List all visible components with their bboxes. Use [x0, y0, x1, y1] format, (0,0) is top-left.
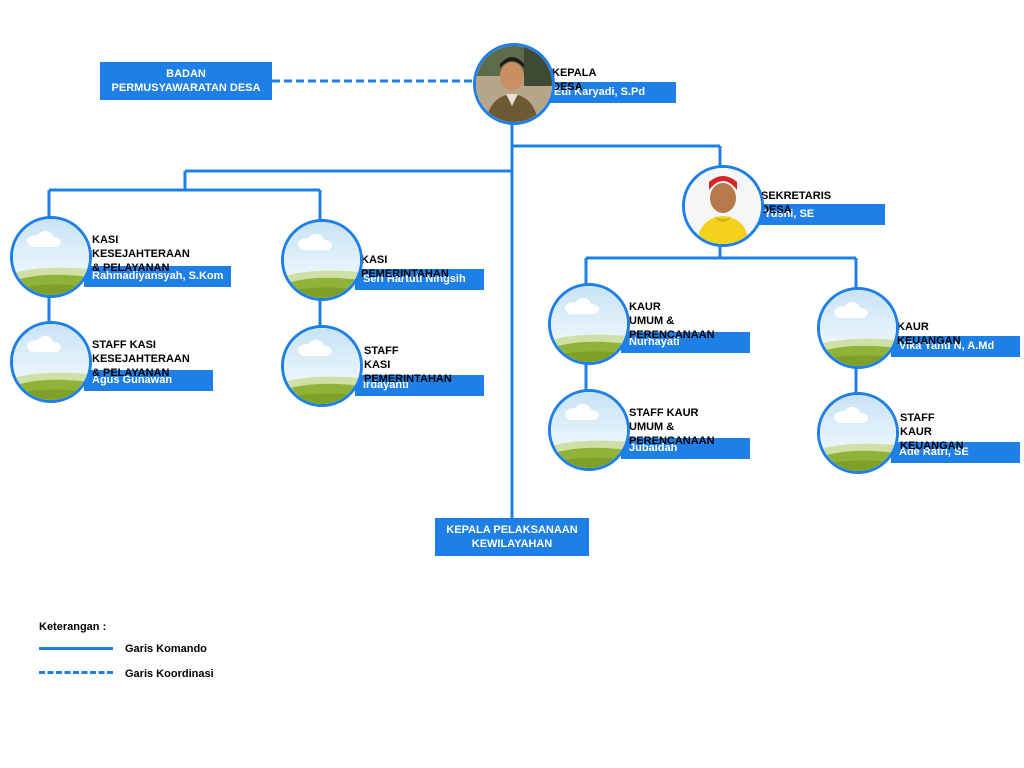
- name-kasi-pemerintahan: Seri Hartuti Ningsih: [355, 269, 484, 290]
- photo-placeholder-kasi-kesejahteraan: [10, 216, 92, 298]
- legend-command-label: Garis Komando: [125, 643, 207, 655]
- photo-placeholder-staff-keuangan: [817, 392, 899, 474]
- photo-placeholder-staff-umum: [548, 389, 630, 471]
- title-kepala-desa: KEPALA DESA: [552, 67, 596, 93]
- landscape-placeholder-icon: [13, 324, 89, 400]
- title-kaur-umum: KAUR UMUM & PERENCANAAN: [629, 301, 715, 341]
- title-kaur-keuangan: KAUR KEUANGAN: [897, 321, 961, 347]
- name-staff-pemerintahan: Irdayanti: [355, 375, 484, 396]
- title-kasi-pemerintahan: KASI PEMERINTAHAN: [361, 254, 449, 280]
- person-photo-icon: [476, 46, 552, 122]
- name-kasi-kesejahteraan: Rahmadiyansyah, S.Kom: [84, 266, 231, 287]
- name-staff-keuangan: Ade Ratri, SE: [891, 442, 1020, 463]
- title-kasi-kesejahteraan: KASI KESEJAHTERAAN & PELAYANAN: [92, 234, 190, 274]
- name-kepala-desa: Edi Karyadi, S.Pd: [546, 82, 676, 103]
- name-kaur-keuangan: Vika Yanti N, A.Md: [891, 336, 1020, 357]
- landscape-placeholder-icon: [551, 392, 627, 468]
- landscape-placeholder-icon: [820, 395, 896, 471]
- name-staff-kesejahteraan: Agus Gunawan: [84, 370, 213, 391]
- title-staff-umum: STAFF KAUR UMUM & PERENCANAAN: [629, 407, 715, 447]
- landscape-placeholder-icon: [13, 219, 89, 295]
- photo-placeholder-staff-kesejahteraan: [10, 321, 92, 403]
- person-photo-sekretaris-desa: [682, 165, 764, 247]
- landscape-placeholder-icon: [284, 328, 360, 404]
- legend-title: Keterangan :: [39, 621, 107, 633]
- legend-command-line: [39, 647, 113, 650]
- person-photo-kepala-desa: [473, 43, 555, 125]
- photo-placeholder-kaur-keuangan: [817, 287, 899, 369]
- person-photo-icon: [685, 168, 761, 244]
- photo-placeholder-kaur-umum: [548, 283, 630, 365]
- kewilayahan-box[interactable]: KEPALA PELAKSANAAN KEWILAYAHAN: [435, 518, 589, 556]
- landscape-placeholder-icon: [284, 222, 360, 298]
- title-sekretaris-desa: SEKRETARIS DESA: [761, 190, 832, 216]
- legend-coordination-line: [39, 671, 113, 674]
- title-staff-kesejahteraan: STAFF KASI KESEJAHTERAAN & PELAYANAN: [92, 339, 190, 379]
- name-staff-umum: Jubaidah: [621, 438, 750, 459]
- landscape-placeholder-icon: [551, 286, 627, 362]
- name-sekretaris-desa: Yusni, SE: [756, 204, 885, 225]
- title-staff-keuangan: STAFF KAUR KEUANGAN: [900, 412, 964, 452]
- title-staff-pemerintahan: STAFF KASI PEMERINTAHAN: [364, 345, 452, 385]
- landscape-placeholder-icon: [820, 290, 896, 366]
- photo-placeholder-staff-pemerintahan: [281, 325, 363, 407]
- photo-placeholder-kasi-pemerintahan: [281, 219, 363, 301]
- badan-permusyawaratan-box[interactable]: BADAN PERMUSYAWARATAN DESA: [100, 62, 272, 100]
- name-kaur-umum: Nurhayati: [621, 332, 750, 353]
- legend-coordination-label: Garis Koordinasi: [125, 668, 214, 680]
